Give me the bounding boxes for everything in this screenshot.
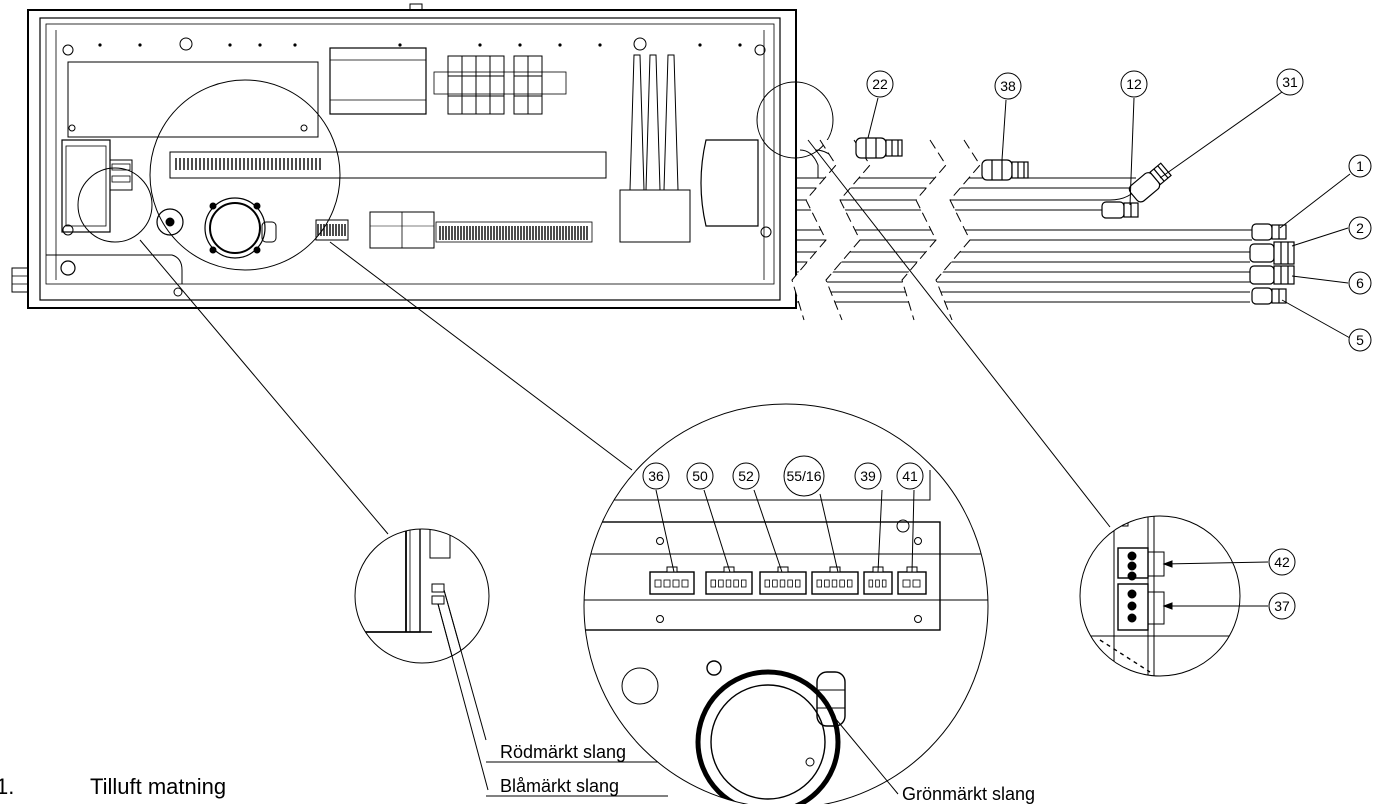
connector-balloons: 36 50 52 55/16 39 41	[642, 455, 924, 497]
connector-38	[981, 159, 1029, 181]
balloon-2: 2	[1356, 220, 1364, 236]
balloon-37: 37	[1274, 598, 1290, 614]
connector-leaders	[655, 489, 915, 573]
connector-12	[1128, 162, 1172, 203]
red-hose-label: Rödmärkt slang	[500, 742, 626, 762]
heater	[619, 54, 691, 243]
balloon-50: 50	[692, 468, 708, 484]
terminal-pattern	[175, 158, 588, 240]
connector-1	[1251, 223, 1287, 241]
blue-hose-label: Blåmärkt slang	[500, 776, 619, 796]
balloon-6: 6	[1356, 275, 1364, 291]
connector-6	[1249, 265, 1295, 285]
detail-connectors: 36 50 52 55/16 39 41 Grönmärkt slang	[583, 403, 1035, 804]
connector-2	[1249, 241, 1295, 265]
legend-number: 1.	[0, 774, 14, 799]
detail-circles	[77, 79, 834, 271]
balloon-1: 1	[1356, 158, 1364, 174]
balloon-39: 39	[860, 468, 876, 484]
balloon-55-16: 55/16	[786, 468, 821, 484]
balloon-36: 36	[648, 468, 664, 484]
balloon-5: 5	[1356, 332, 1364, 348]
balloon-42: 42	[1274, 554, 1290, 570]
balloons-top: 22 38 12 31 1 2 6 5	[866, 68, 1372, 352]
balloon-12: 12	[1126, 76, 1142, 92]
hose-connectors	[855, 137, 1295, 305]
break-marks	[791, 139, 981, 321]
breakers	[447, 55, 543, 115]
screw-dots	[98, 43, 742, 47]
green-hose-label: Grönmärkt slang	[902, 784, 1035, 804]
balloon-22: 22	[872, 76, 888, 92]
legend: 1. Tilluft matning	[0, 774, 226, 799]
connector-5	[1251, 287, 1287, 305]
connector-22	[855, 137, 903, 159]
balloon-52: 52	[738, 468, 754, 484]
balloon-38: 38	[1000, 78, 1016, 94]
leader-lines	[139, 91, 1351, 535]
balloon-31: 31	[1282, 74, 1298, 90]
legend-text: Tilluft matning	[90, 774, 226, 799]
connector-small	[1101, 201, 1139, 219]
balloon-41: 41	[902, 468, 918, 484]
cabinet	[11, 3, 797, 309]
detail-terminals: 42 37	[1079, 515, 1296, 677]
